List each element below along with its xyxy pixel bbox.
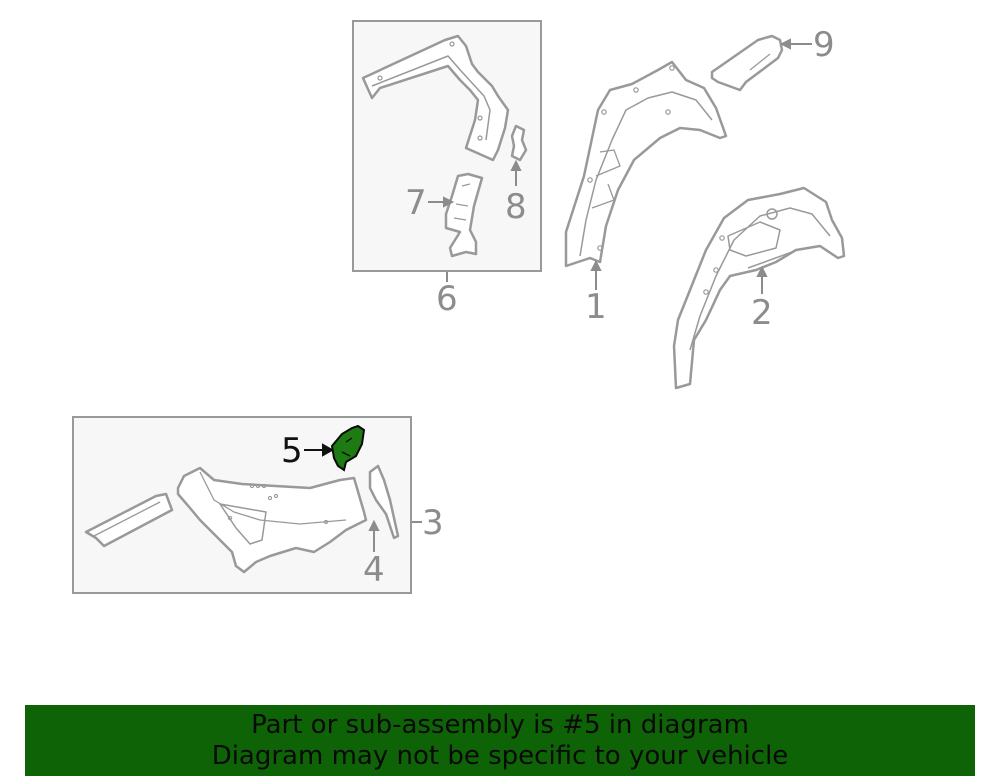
callout-4: 4 [363, 550, 385, 590]
part-6-pillar-upper [361, 34, 510, 162]
callout-8: 8 [505, 187, 527, 227]
banner-line-part-number: Part or sub-assembly is #5 in diagram [251, 710, 749, 740]
callout-9: 9 [813, 25, 835, 65]
callout-6: 6 [436, 279, 458, 319]
parts-diagram: 9 1 2 6 7 8 3 4 5 [72, 20, 846, 594]
banner-line-disclaimer: Diagram may not be specific to your vehi… [211, 741, 789, 771]
callout-3: 3 [422, 503, 444, 543]
callout-1: 1 [585, 287, 607, 327]
info-banner: Part or sub-assembly is #5 in diagram Di… [25, 705, 975, 776]
part-2-wheelhouse-inner [672, 186, 846, 390]
callout-2: 2 [751, 293, 773, 333]
callout-7: 7 [405, 183, 427, 223]
callout-5-highlighted: 5 [281, 431, 303, 471]
part-8-small-bracket [510, 124, 528, 162]
diagram-drawing [84, 34, 846, 574]
part-9-extension [710, 34, 784, 92]
part-3-quarter-inner-panel [84, 466, 368, 574]
part-1-wheelhouse-outer [564, 60, 728, 268]
part-5-bracket-highlighted [330, 424, 366, 472]
part-4-reinforcement [368, 464, 400, 540]
part-7-reinforcement [444, 172, 484, 258]
